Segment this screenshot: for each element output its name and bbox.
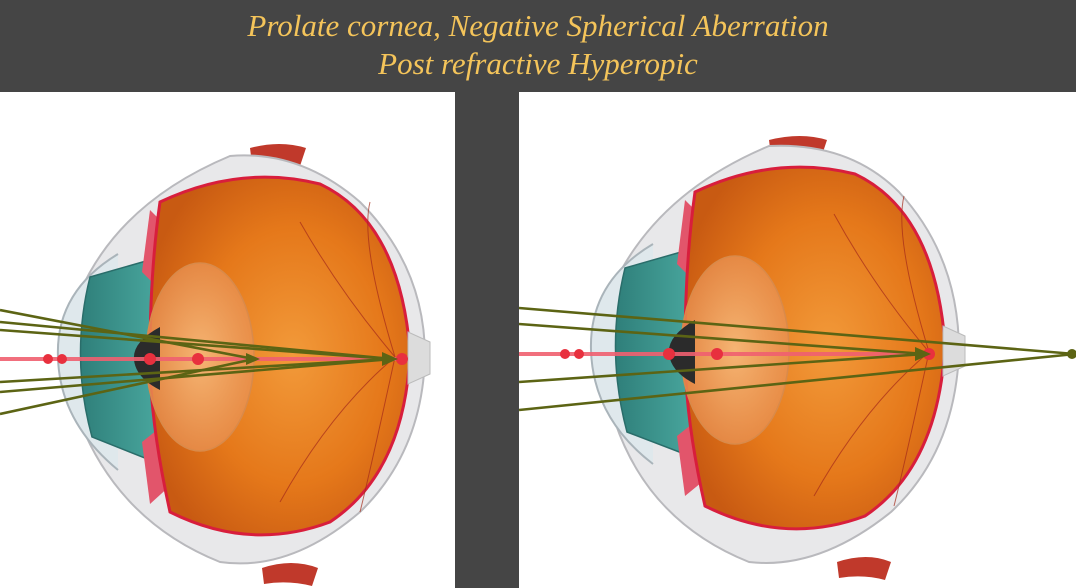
panel-divider [455, 92, 519, 588]
lower-muscle [837, 557, 891, 580]
focal-point-behind [1067, 349, 1076, 359]
optic-nerve [943, 326, 965, 376]
title-line-1: Prolate cornea, Negative Spherical Aberr… [0, 8, 1076, 44]
optic-nerve [408, 332, 430, 384]
left-eye-panel [0, 92, 455, 588]
right-eye-panel [519, 92, 1076, 588]
title-banner: Prolate cornea, Negative Spherical Aberr… [0, 0, 1076, 92]
right-eye-diagram [519, 92, 1076, 588]
title-line-2: Post refractive Hyperopic [0, 46, 1076, 82]
left-eye-diagram [0, 92, 455, 588]
lower-muscle [262, 563, 318, 586]
lens [681, 256, 789, 444]
